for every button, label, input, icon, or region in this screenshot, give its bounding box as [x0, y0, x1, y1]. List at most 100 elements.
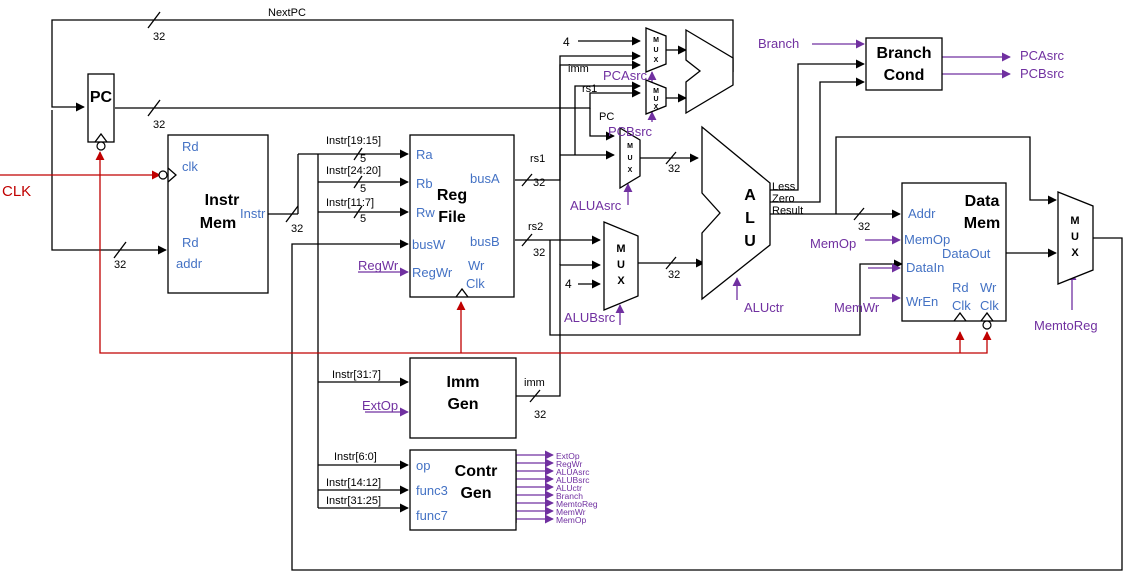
field-31-25: Instr[31:25]	[326, 495, 381, 507]
extop-label: ExtOp	[362, 398, 398, 413]
branch-cond-block: Branch Cond	[865, 37, 943, 91]
alu-letter-a: A	[744, 187, 756, 204]
reg-file-clk: Clk	[466, 276, 485, 291]
clock-wires	[0, 151, 992, 354]
width-instr: 32	[291, 223, 303, 235]
data-mem-title-2: Mem	[964, 215, 1000, 232]
contr-gen-func3: func3	[416, 483, 448, 498]
pc-label: PC	[599, 111, 614, 123]
pc-register: PC	[87, 73, 115, 151]
svg-text:X: X	[617, 275, 625, 287]
alu-zero: Zero	[772, 193, 795, 205]
data-mem-addr: Addr	[908, 206, 936, 221]
labels: CLK NextPC 32 32 32 32 Instr[19:15] Inst…	[2, 7, 1098, 525]
instr-mem-title-2: Mem	[200, 215, 236, 232]
alu-less: Less	[772, 181, 796, 193]
data-mem-wr: Wr	[980, 280, 997, 295]
width-alua: 32	[668, 163, 680, 175]
branch-cond-title-1: Branch	[876, 45, 931, 62]
width-alub: 32	[668, 269, 680, 281]
svg-text:U: U	[653, 47, 658, 54]
width-imm: 32	[534, 409, 546, 421]
alu-letter-u: U	[744, 233, 756, 250]
ctrl-out-aluasrc: ALUAsrc	[556, 467, 590, 477]
width-pc: 32	[153, 119, 165, 131]
reg-file-regwr-port: RegWr	[412, 265, 453, 280]
field-31-7: Instr[31:7]	[332, 369, 381, 381]
contr-gen-title-2: Gen	[460, 485, 491, 502]
data-mem-wren: WrEn	[906, 294, 938, 309]
ctrl-out-memwr: MemWr	[556, 507, 586, 517]
alu-letter-l: L	[745, 210, 755, 227]
reg-file-rb: Rb	[416, 176, 433, 191]
const-4-bottom: 4	[565, 277, 572, 291]
contr-gen-block: op func3 func7 Contr Gen	[409, 449, 517, 531]
const-4-top: 4	[563, 35, 570, 49]
svg-text:X: X	[654, 104, 659, 111]
control-inputs	[358, 39, 1077, 417]
pcbsrc-label: PCBsrc	[1020, 66, 1065, 81]
imm-gen-block: Imm Gen	[409, 357, 517, 439]
aluasrc-label: ALUAsrc	[570, 198, 622, 213]
width-busa: 32	[533, 177, 545, 189]
imm-label-top: imm	[568, 63, 589, 75]
ctrl-out-aluctr: ALUctr	[556, 483, 582, 493]
datapath-wires	[51, 19, 1123, 571]
regwr-label: RegWr	[358, 258, 399, 273]
pcb-mux: M U X	[645, 79, 667, 115]
svg-text:U: U	[627, 155, 632, 162]
pc-title-1: PC	[90, 89, 113, 106]
alu-result: Result	[772, 205, 803, 217]
svg-text:X: X	[1071, 247, 1079, 259]
alua-mux: M U X	[619, 126, 641, 190]
memwr-label: MemWr	[834, 300, 880, 315]
instr-mem-instr-port: Instr	[240, 206, 266, 221]
field-19-15: Instr[19:15]	[326, 135, 381, 147]
width-addr: 32	[114, 259, 126, 271]
alubsrc-label: ALUBsrc	[564, 310, 616, 325]
svg-text:U: U	[1071, 231, 1079, 243]
bus-width-slashes	[113, 11, 865, 403]
instr-mem-block: Rd clk Instr Mem Instr Rd addr	[158, 134, 269, 294]
width-5-rb: 5	[360, 183, 366, 195]
control-output-arrows	[516, 450, 554, 524]
svg-text:M: M	[627, 143, 633, 150]
svg-text:M: M	[653, 37, 659, 44]
data-mem-title-1: Data	[965, 193, 1000, 210]
field-14-12: Instr[14:12]	[326, 477, 381, 489]
width-result: 32	[858, 221, 870, 233]
data-mem-clk-wr: Clk	[980, 298, 999, 313]
rs1-label-top: rs1	[582, 83, 597, 95]
reg-file-title-2: File	[438, 209, 466, 226]
contr-gen-op: op	[416, 458, 430, 473]
field-24-20: Instr[24:20]	[326, 165, 381, 177]
rs2-label: rs2	[528, 221, 543, 233]
ctrl-out-branch: Branch	[556, 491, 583, 501]
width-busb: 32	[533, 247, 545, 259]
reg-file-rw: Rw	[416, 205, 435, 220]
ctrl-out-regwr: RegWr	[556, 459, 582, 469]
pc-adder	[685, 28, 734, 115]
width-5-ra: 5	[360, 153, 366, 165]
alu-block: A L U Less Zero Result	[701, 125, 803, 301]
instr-mem-rd-2: Rd	[182, 235, 199, 250]
reg-file-title-1: Reg	[437, 187, 467, 204]
reg-file-busb: busB	[470, 234, 500, 249]
alub-mux: M U X	[603, 221, 639, 311]
ctrl-out-memtoreg: MemtoReg	[556, 499, 598, 509]
memop-label: MemOp	[810, 236, 856, 251]
svg-text:M: M	[1070, 215, 1079, 227]
memtoreg-mux: M U X	[1057, 191, 1094, 285]
branch-cond-title-2: Cond	[884, 67, 925, 84]
instr-mem-addr: addr	[176, 256, 203, 271]
data-mem-rd: Rd	[952, 280, 969, 295]
pcasrc-ctrl: PCAsrc	[603, 68, 648, 83]
pcbsrc-ctrl: PCBsrc	[608, 124, 653, 139]
nextpc-label: NextPC	[268, 7, 306, 19]
imm-gen-title-2: Gen	[447, 396, 478, 413]
reg-file-busw: busW	[412, 237, 446, 252]
instr-mem-rd-1: Rd	[182, 139, 199, 154]
pcasrc-label: PCAsrc	[1020, 48, 1065, 63]
instr-mem-title-1: Instr	[205, 192, 240, 209]
